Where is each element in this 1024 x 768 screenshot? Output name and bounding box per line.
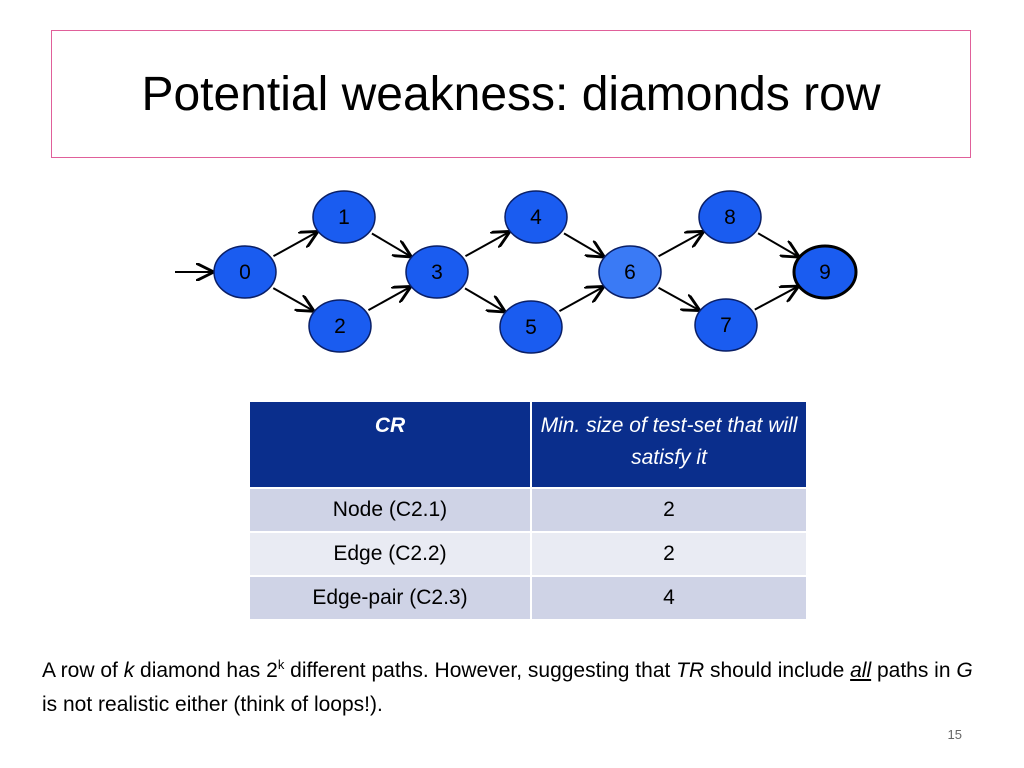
node-label: 2 (334, 315, 346, 338)
edge-6-7 (658, 286, 699, 310)
node-label: 9 (819, 261, 831, 284)
node-1: 1 (312, 190, 376, 244)
note-all: all (850, 659, 872, 682)
header-min-size: Min. size of test-set that will satisfy … (530, 400, 808, 489)
note-text: A row of (42, 659, 124, 682)
note-superscript: k (277, 657, 285, 672)
coverage-table: CR Min. size of test-set that will satis… (248, 400, 808, 621)
node-label: 4 (530, 206, 542, 229)
edge-5-6 (558, 287, 602, 313)
node-4: 4 (504, 190, 568, 244)
node-label: 6 (624, 261, 636, 284)
node-9: 9 (792, 244, 858, 300)
node-6: 6 (598, 245, 662, 299)
node-label: 1 (338, 206, 350, 229)
note-text: paths in (871, 659, 957, 682)
edge-1-3 (371, 232, 410, 256)
table-row: Edge-pair (C2.3) 4 (248, 575, 808, 621)
node-label: 5 (525, 316, 537, 339)
node-circle (312, 190, 376, 244)
node-3: 3 (405, 245, 469, 299)
node-circle (598, 245, 662, 299)
note-text: should include (704, 659, 851, 682)
node-circle (213, 245, 277, 299)
node-8: 8 (698, 190, 762, 244)
note-text: different paths. However, suggesting tha… (284, 659, 677, 682)
node-label: 0 (239, 261, 251, 284)
node-circle (698, 190, 762, 244)
node-circle (499, 300, 563, 354)
edge-8-9 (757, 232, 798, 256)
edge-3-4 (464, 232, 508, 258)
edge-2-3 (367, 287, 409, 312)
page-number: 15 (947, 727, 962, 742)
node-circle (308, 299, 372, 353)
node-2: 2 (308, 299, 372, 353)
node-label: 7 (720, 314, 732, 337)
explanation-note: A row of k diamond has 2k different path… (42, 648, 982, 722)
slide-title: Potential weakness: diamonds row (141, 67, 881, 121)
node-label: 8 (724, 206, 736, 229)
table-header-row: CR Min. size of test-set that will satis… (248, 400, 808, 489)
note-tr: TR (676, 659, 705, 682)
min-size-cell: 2 (530, 487, 808, 533)
node-label: 3 (431, 261, 443, 284)
note-text: is not realistic either (think of loops!… (42, 693, 383, 716)
edge-6-8 (658, 232, 703, 258)
diamond-graph: 0 1 2 3 4 5 6 7 8 9 (175, 190, 858, 354)
edge-4-6 (563, 232, 603, 256)
criterion-cell: Edge-pair (C2.3) (248, 575, 532, 621)
min-size-cell: 2 (530, 531, 808, 577)
min-size-cell: 4 (530, 575, 808, 621)
node-circle (504, 190, 568, 244)
node-circle (405, 245, 469, 299)
note-text: diamond has 2 (134, 659, 278, 682)
table-row: Node (C2.1) 2 (248, 487, 808, 533)
criterion-cell: Edge (C2.2) (248, 531, 532, 577)
node-circle (792, 244, 858, 300)
note-k: k (123, 659, 135, 682)
header-cr: CR (248, 400, 532, 489)
node-7: 7 (694, 298, 758, 352)
node-circle (694, 298, 758, 352)
edge-0-2 (272, 287, 312, 310)
criterion-cell: Node (C2.1) (248, 487, 532, 533)
node-5: 5 (499, 300, 563, 354)
edge-3-5 (464, 287, 504, 311)
node-0: 0 (213, 245, 277, 299)
title-box: Potential weakness: diamonds row (51, 30, 971, 158)
edge-7-9 (754, 287, 797, 311)
edge-0-1 (272, 232, 316, 258)
table-row: Edge (C2.2) 2 (248, 531, 808, 577)
note-g: G (956, 659, 973, 682)
